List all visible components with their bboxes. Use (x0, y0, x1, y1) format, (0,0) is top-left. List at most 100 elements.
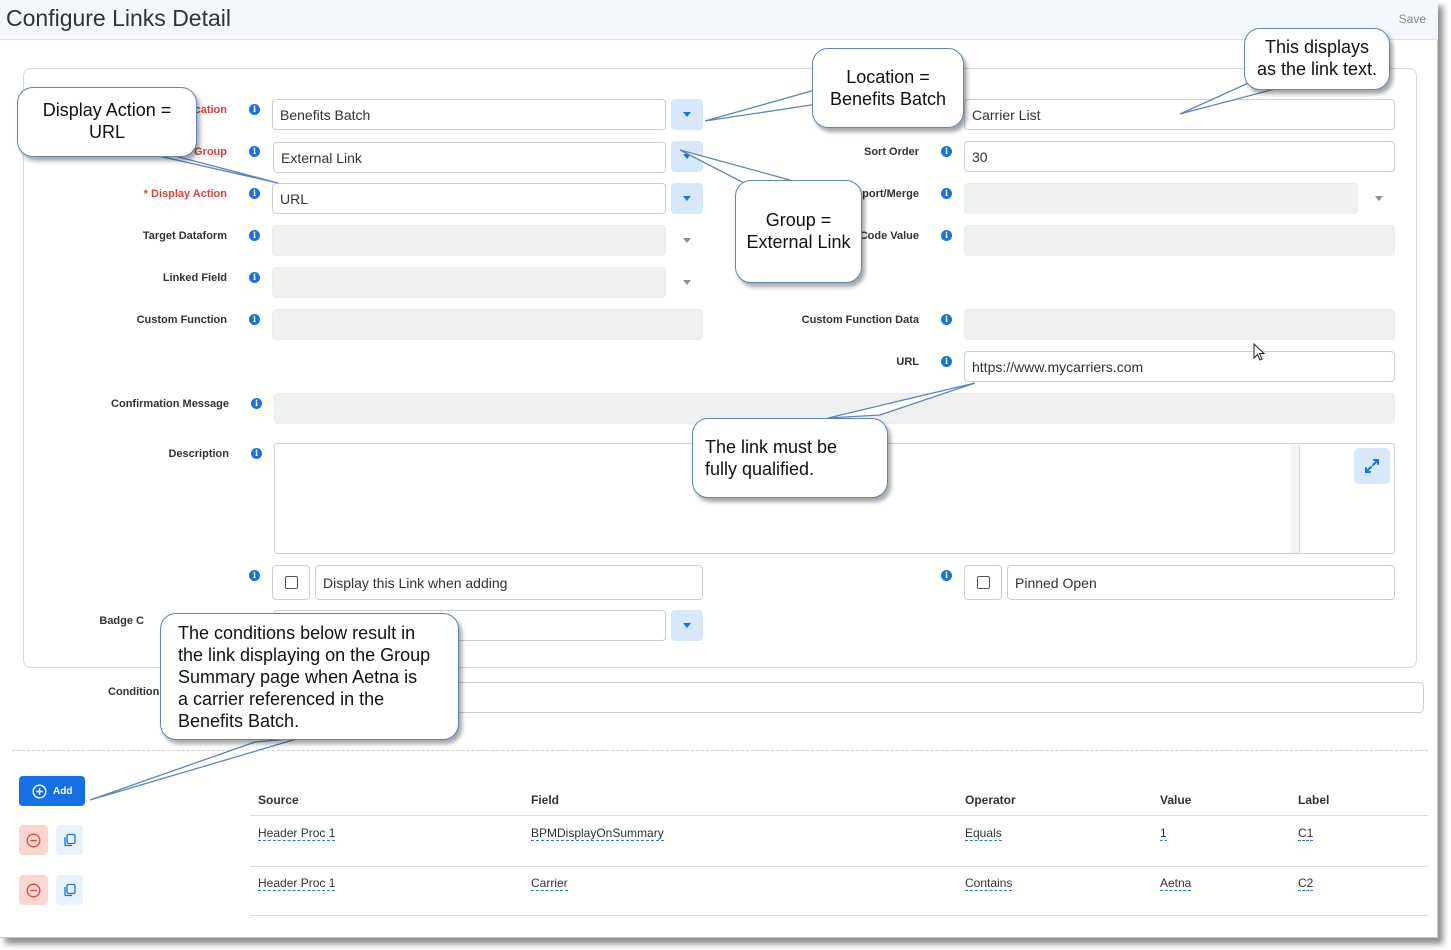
badge-dropdown-button[interactable] (671, 610, 703, 641)
target-dataform-label: Target Dataform (142, 230, 227, 242)
expand-icon (1365, 459, 1379, 473)
location-select[interactable]: Benefits Batch (272, 99, 666, 130)
table-cell-value[interactable]: 1 (1160, 826, 1167, 841)
info-icon[interactable]: i (941, 356, 952, 367)
remove-row-button[interactable] (19, 825, 48, 855)
copy-icon (64, 883, 76, 897)
custom-function-data-label: Custom Function Data (801, 314, 919, 326)
info-icon[interactable]: i (249, 314, 260, 325)
info-icon[interactable]: i (249, 230, 260, 241)
info-icon[interactable]: i (249, 188, 260, 199)
target-dataform-select (272, 225, 666, 256)
table-header-divider (250, 815, 1428, 816)
chevron-down-icon (683, 238, 691, 243)
pinned-open-label: Pinned Open (1007, 565, 1395, 600)
report-merge-select (964, 183, 1358, 214)
required-marker: * (143, 188, 148, 200)
section-divider (12, 750, 1428, 751)
info-icon[interactable]: i (941, 314, 952, 325)
column-header-source[interactable]: Source (258, 793, 299, 807)
table-cell-label[interactable]: C2 (1298, 876, 1314, 891)
column-header-field[interactable]: Field (531, 793, 560, 807)
code-value-label: Code Value (859, 230, 919, 242)
column-header-label[interactable]: Label (1298, 793, 1330, 807)
table-cell-value[interactable]: Aetna (1160, 876, 1192, 891)
page-title: Configure Links Detail (6, 5, 232, 31)
display-action-label-text: Display Action (151, 188, 227, 200)
table-cell-field[interactable]: BPMDisplayOnSummary (531, 826, 664, 841)
pinned-open-checkbox[interactable] (964, 565, 1002, 600)
info-icon[interactable]: i (249, 272, 260, 283)
linked-field-select (272, 267, 666, 298)
info-icon[interactable]: i (249, 570, 260, 581)
remove-row-button[interactable] (19, 875, 48, 905)
info-icon[interactable]: i (941, 146, 952, 157)
callout-url: The link must be fully qualified. (692, 418, 888, 498)
custom-function-data-input (964, 309, 1395, 340)
info-icon[interactable]: i (249, 146, 260, 157)
report-merge-dropdown-button (1363, 183, 1395, 214)
info-icon[interactable]: i (251, 398, 262, 409)
table-cell-source[interactable]: Header Proc 1 (258, 826, 336, 841)
copy-icon (64, 833, 76, 847)
conditions-label: Condition (108, 686, 160, 698)
chevron-down-icon (683, 623, 691, 628)
description-label: Description (168, 448, 229, 460)
minus-circle-icon (26, 833, 41, 848)
info-icon[interactable]: i (941, 188, 952, 199)
minus-circle-icon (26, 883, 41, 898)
conditions-expression-input[interactable] (430, 682, 1424, 713)
table-cell-source[interactable]: Header Proc 1 (258, 876, 336, 891)
display-action-select[interactable]: URL (272, 183, 666, 214)
save-button[interactable]: Save (1398, 12, 1426, 26)
info-icon[interactable]: i (251, 448, 262, 459)
chevron-down-icon (683, 154, 691, 159)
group-select[interactable]: External Link (273, 142, 666, 173)
report-merge-label: Report/Merge (848, 188, 919, 200)
info-icon[interactable]: i (249, 104, 260, 115)
link-text-input[interactable]: Carrier List (964, 99, 1395, 130)
add-condition-button[interactable]: Add (19, 776, 85, 806)
display-action-label: * Display Action (144, 188, 227, 200)
copy-row-button[interactable] (56, 875, 83, 905)
callout-conditions: The conditions below result in the link … (160, 613, 459, 740)
plus-circle-icon (32, 784, 47, 799)
sort-order-label: Sort Order (863, 146, 919, 158)
callout-group: Group = External Link (735, 180, 862, 283)
group-label-text: Group (194, 146, 227, 158)
copy-row-button[interactable] (56, 825, 83, 855)
linked-field-dropdown-button (671, 267, 703, 298)
info-icon[interactable]: i (941, 230, 952, 241)
info-icon[interactable]: i (941, 570, 952, 581)
page-header: Configure Links Detail Save (0, 0, 1438, 40)
chevron-down-icon (683, 112, 691, 117)
location-dropdown-button[interactable] (671, 99, 703, 130)
custom-function-label: Custom Function (136, 314, 227, 326)
custom-function-input (272, 309, 703, 340)
table-cell-field[interactable]: Carrier (531, 876, 568, 891)
badge-label: Badge C (99, 615, 144, 627)
url-input[interactable]: https://www.mycarriers.com (964, 351, 1395, 382)
display-when-adding-label: Display this Link when adding (315, 565, 703, 600)
chevron-down-icon (683, 196, 691, 201)
sort-order-input[interactable]: 30 (964, 141, 1395, 172)
table-cell-operator[interactable]: Contains (965, 876, 1013, 891)
chevron-down-icon (683, 280, 691, 285)
add-condition-label: Add (53, 786, 73, 797)
column-header-value[interactable]: Value (1160, 793, 1192, 807)
display-action-dropdown-button[interactable] (671, 183, 703, 214)
expand-description-button[interactable] (1354, 448, 1390, 484)
column-header-operator[interactable]: Operator (965, 793, 1016, 807)
table-cell-label[interactable]: C1 (1298, 826, 1314, 841)
callout-location: Location = Benefits Batch (812, 48, 964, 128)
confirmation-message-label: Confirmation Message (111, 398, 229, 410)
configure-links-window: Configure Links Detail Save * Location i… (0, 0, 1438, 938)
target-dataform-dropdown-button (671, 225, 703, 256)
textarea-scrollbar-track (1291, 445, 1299, 553)
display-when-adding-checkbox[interactable] (272, 565, 310, 600)
callout-pointers (89, 79, 1291, 801)
table-cell-operator[interactable]: Equals (965, 826, 1002, 841)
url-label: URL (896, 356, 919, 368)
callout-display-action: Display Action = URL (17, 87, 197, 157)
code-value-input (964, 225, 1395, 256)
